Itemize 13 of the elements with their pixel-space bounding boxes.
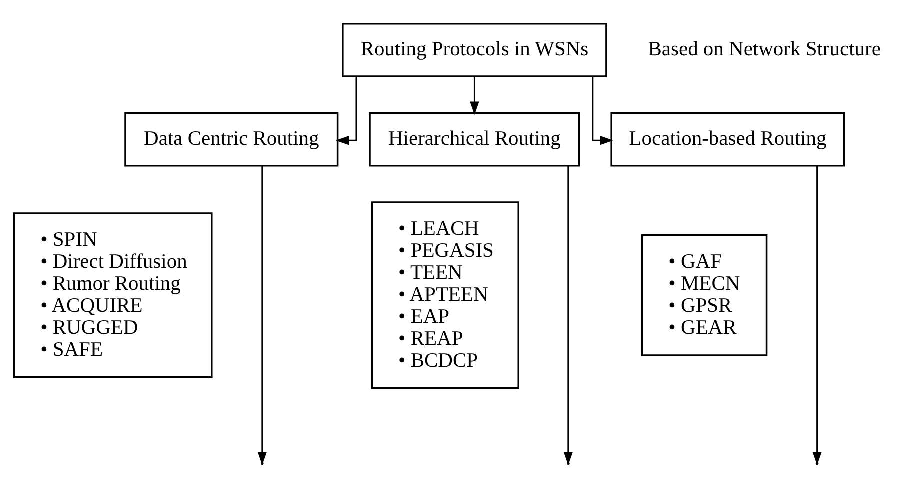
node-box: • GAF • MECN • GPSR • GEAR (641, 234, 768, 356)
node-box: Data Centric Routing (124, 112, 339, 166)
node-box: • SPIN • Direct Diffusion • Rumor Routing • ACQUIRE • RUGGED • SAFE (13, 212, 213, 378)
node-box: Hierarchical Routing (369, 112, 580, 166)
arrow (258, 166, 268, 465)
arrow (564, 166, 574, 465)
node-box: • LEACH • PEGASIS • TEEN • APTEEN • EAP • REAP • BCDCP (371, 201, 520, 389)
node-box: Routing Protocols in WSNs (342, 22, 608, 77)
node-box: Location-based Routing (610, 112, 846, 166)
arrow (470, 76, 480, 114)
arrow (336, 76, 358, 145)
arrow (592, 76, 614, 145)
label: Based on Network Structure (648, 38, 881, 60)
